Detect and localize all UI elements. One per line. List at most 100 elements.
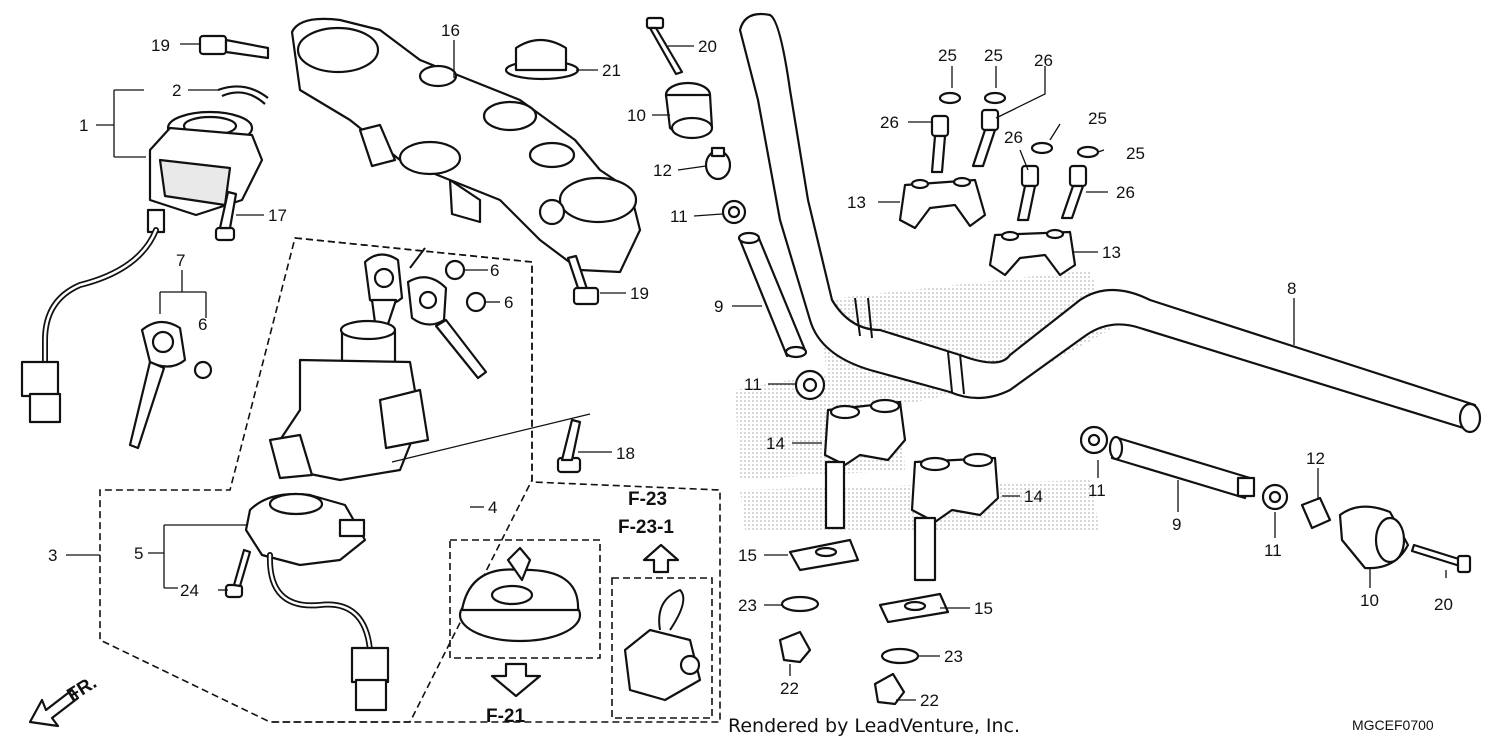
bolt-19-middle — [566, 254, 600, 306]
callout-labels: 19 2 1 16 20 21 10 12 11 17 7 6 6 6 19 9… — [48, 21, 1453, 710]
washer-23-left — [780, 595, 820, 613]
cap-nut-21 — [504, 38, 580, 81]
group-box-3 — [99, 237, 721, 723]
ref-f21: F-21 — [486, 706, 526, 727]
callout-18: 18 — [616, 444, 635, 463]
leader-lines — [66, 40, 1447, 701]
connector-5 — [350, 646, 390, 712]
screw-18 — [556, 418, 582, 474]
callout-25: 25 — [938, 46, 957, 65]
callout-24: 24 — [180, 581, 199, 600]
callout-9: 9 — [1172, 515, 1181, 534]
callout-19: 19 — [151, 36, 170, 55]
arrow-down-f21 — [490, 662, 542, 698]
callout-11: 11 — [744, 375, 762, 394]
bar-end-10-right — [1338, 505, 1410, 570]
screw-24 — [224, 548, 252, 599]
arrow-up-f23 — [642, 543, 680, 574]
callout-23: 23 — [738, 596, 757, 615]
callout-26: 26 — [1116, 183, 1135, 202]
callout-6: 6 — [198, 315, 207, 334]
washer-25-d — [1076, 145, 1100, 159]
ref-f23-1: F-23-1 — [618, 517, 674, 538]
callout-3: 3 — [48, 546, 57, 565]
handlebar-8 — [738, 12, 1482, 434]
callout-6: 6 — [504, 293, 513, 312]
callout-14: 14 — [1024, 487, 1043, 506]
washer-25-c — [1030, 141, 1054, 155]
callout-7: 7 — [176, 251, 185, 270]
callout-15: 15 — [738, 546, 757, 565]
seat-lock-5 — [244, 492, 367, 567]
top-bridge-16 — [290, 17, 642, 274]
callout-6: 6 — [490, 261, 499, 280]
bolt-19-top — [198, 34, 270, 60]
key-7 — [128, 320, 187, 450]
front-arrow-icon — [28, 688, 80, 728]
washer-25-a — [938, 91, 962, 105]
nut-6-c — [465, 291, 487, 313]
callout-20: 20 — [1434, 595, 1453, 614]
weight-12-right — [1300, 496, 1332, 530]
callout-15: 15 — [974, 599, 993, 618]
inset-latch-f23 — [623, 588, 702, 702]
callout-17: 17 — [268, 206, 287, 225]
inset-box-f21 — [449, 539, 601, 659]
washer-23-right — [880, 647, 920, 665]
bolt-26-b — [971, 108, 1000, 168]
screw-17 — [214, 190, 238, 242]
callout-12: 12 — [1306, 449, 1325, 468]
callout-11: 11 — [1264, 541, 1282, 560]
group-box-4 — [270, 237, 533, 723]
callout-25: 25 — [1126, 144, 1145, 163]
callout-13: 13 — [847, 193, 866, 212]
nut-22-right — [873, 672, 906, 706]
callout-10: 10 — [627, 106, 646, 125]
callout-13: 13 — [1102, 243, 1121, 262]
callout-2: 2 — [172, 81, 181, 100]
washer-11-left-bottom — [794, 369, 826, 401]
holder-14-left — [823, 398, 907, 530]
inner-weight-9-right — [1108, 435, 1256, 500]
washer-11-right-b — [1261, 483, 1289, 511]
callout-20: 20 — [698, 37, 717, 56]
callout-26: 26 — [880, 113, 899, 132]
plate-15-right — [878, 592, 950, 624]
callout-4: 4 — [488, 498, 497, 517]
washer-11-left-top — [721, 199, 747, 225]
washer-25-b — [983, 91, 1007, 105]
callout-26: 26 — [1004, 128, 1023, 147]
ref-f23: F-23 — [628, 489, 667, 510]
wire-1-inner — [43, 228, 158, 367]
callout-10: 10 — [1360, 591, 1379, 610]
weight-12-left — [704, 146, 732, 181]
bar-end-10-left — [664, 81, 714, 140]
clip-2 — [217, 85, 269, 105]
inner-weight-9-left — [737, 231, 808, 359]
callout-26: 26 — [1034, 51, 1053, 70]
nut-6-b — [444, 259, 466, 281]
callout-1: 1 — [79, 116, 88, 135]
callout-8: 8 — [1287, 279, 1296, 298]
screw-20-left — [645, 16, 684, 76]
callout-22: 22 — [920, 691, 939, 710]
inset-lock-f21 — [458, 546, 582, 643]
callout-22: 22 — [780, 679, 799, 698]
ignition-housing-1 — [146, 110, 264, 234]
screw-20-right — [1410, 543, 1472, 574]
callout-11: 11 — [1088, 481, 1106, 500]
washer-11-right-a — [1079, 425, 1109, 455]
callout-23: 23 — [944, 647, 963, 666]
render-credit: Rendered by LeadVenture, Inc. — [728, 715, 1020, 737]
clamp-13-upper — [898, 176, 987, 230]
ignition-cylinder-4 — [268, 319, 430, 482]
holder-14-right — [910, 452, 1000, 582]
wire-5 — [266, 552, 373, 653]
callout-16: 16 — [441, 21, 460, 40]
diagram-code: MGCEF0700 — [1352, 717, 1434, 733]
bolt-26-a — [930, 114, 950, 174]
callout-9: 9 — [714, 297, 723, 316]
plate-15-left — [788, 538, 860, 572]
callout-12: 12 — [653, 161, 672, 180]
